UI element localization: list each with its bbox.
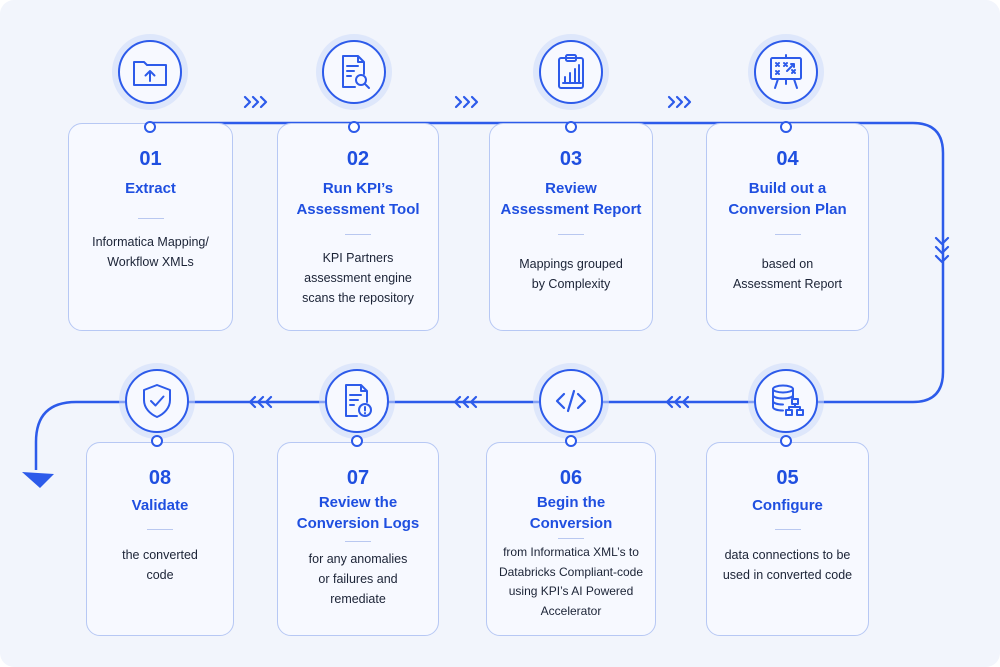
- step-title: Validate: [131, 497, 189, 514]
- shield-check-icon: [143, 384, 171, 418]
- step-number: 03: [559, 148, 583, 170]
- step-divider: [147, 529, 173, 530]
- step-05-icon-badge: [748, 363, 824, 439]
- chevrons-right-2: [454, 95, 479, 109]
- step-number: 04: [776, 148, 799, 170]
- document-search-icon: [342, 55, 370, 89]
- step-divider: [137, 218, 164, 219]
- strategy-board-icon: [770, 54, 802, 89]
- chevrons-left-3: [248, 395, 273, 409]
- top-row-connector-line: [148, 121, 945, 404]
- chevrons-left-2: [453, 395, 478, 409]
- step-description: Informatica Mapping/Workflow XMLs: [92, 235, 209, 269]
- step-number: 02: [346, 148, 370, 170]
- database-connections-icon: [772, 384, 804, 416]
- step-card-01: 01 Extract Informatica Mapping/Workflow …: [68, 123, 233, 331]
- step-07-icon-badge: [319, 363, 395, 439]
- chevrons-down: [934, 236, 950, 264]
- step-06-icon-badge: [533, 363, 609, 439]
- step-divider: [345, 541, 371, 542]
- step-03-icon-badge: [533, 34, 609, 110]
- chevrons-left-1: [665, 395, 690, 409]
- step-01-icon-badge: [112, 34, 188, 110]
- clipboard-chart-icon: [558, 54, 584, 89]
- step-number: 05: [776, 467, 799, 489]
- step-02-icon-badge: [316, 34, 392, 110]
- step-number: 01: [139, 148, 162, 170]
- step-number: 08: [148, 467, 172, 489]
- chevrons-right-3: [667, 95, 692, 109]
- end-arrowhead: [22, 472, 54, 488]
- step-divider: [774, 529, 801, 530]
- step-divider: [774, 234, 801, 235]
- step-title: Configure: [752, 497, 823, 514]
- step-number: 06: [559, 467, 583, 489]
- step-04-icon-badge: [748, 34, 824, 110]
- chevrons-right-1: [243, 95, 268, 109]
- code-icon: [555, 389, 587, 413]
- folder-upload-icon: [133, 61, 167, 86]
- step-title: Extract: [125, 180, 176, 197]
- bottom-row-connector-line: [34, 400, 913, 470]
- step-08-icon-badge: [119, 363, 195, 439]
- step-divider: [558, 234, 584, 235]
- document-alert-icon: [345, 384, 372, 417]
- step-divider: [345, 234, 371, 235]
- step-divider: [558, 538, 584, 539]
- step-number: 07: [346, 467, 370, 489]
